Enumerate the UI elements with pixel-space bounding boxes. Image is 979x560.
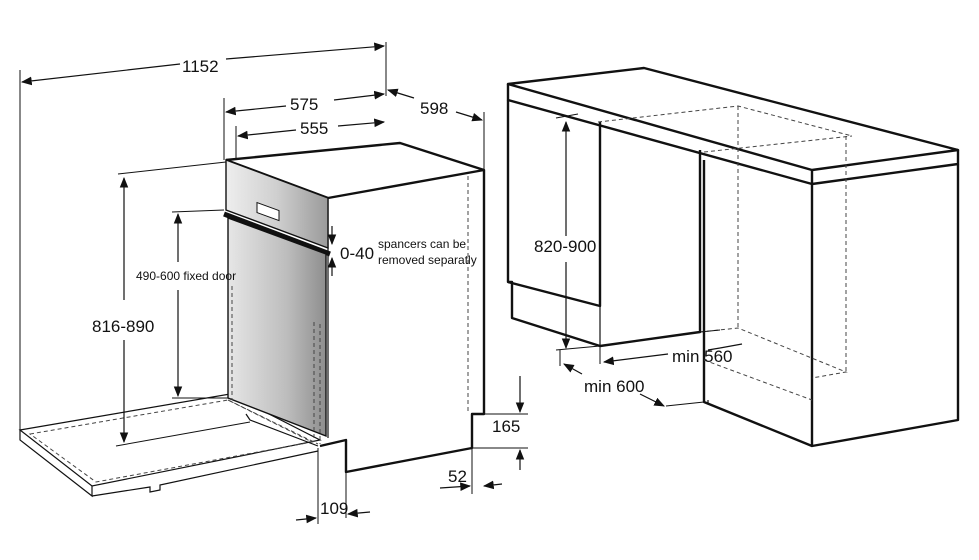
door-hidden-bottom xyxy=(227,399,319,445)
spacers-note-line1: spancers can be xyxy=(378,237,466,251)
dim-offset-109: 109 xyxy=(320,499,348,518)
niche-floor-front xyxy=(703,359,813,401)
dishwasher-drawing: 1152 575 555 598 816-890 490-600 fixed d… xyxy=(18,42,528,524)
floor-plate-inner xyxy=(28,399,314,483)
niche-top-right xyxy=(703,135,853,153)
dim-plinth-165: 165 xyxy=(492,417,520,436)
dim-niche-width: min 560 xyxy=(672,347,732,366)
dim-fixed-door: 490-600 fixed door xyxy=(136,269,236,283)
display-window xyxy=(256,201,280,222)
dim-niche-height: 820-900 xyxy=(534,237,596,256)
right-cabinet-foot xyxy=(703,400,709,405)
worktop-front xyxy=(506,84,814,186)
plinth-line xyxy=(245,413,319,447)
door-handle-strip xyxy=(223,211,331,257)
dim-width-598: 598 xyxy=(420,99,448,118)
dim-depth-555: 555 xyxy=(300,119,328,138)
dim-height-816-890: 816-890 xyxy=(92,317,154,336)
dim-adjust-0-40: 0-40 xyxy=(340,244,374,263)
dim-niche-depth: min 600 xyxy=(584,377,644,396)
spacers-note-line2: removed separatly xyxy=(378,253,477,267)
right-cabinet-side xyxy=(810,164,960,448)
right-cabinet-front xyxy=(702,160,813,448)
left-cabinet-front xyxy=(506,100,602,308)
dim-plinth-52: 52 xyxy=(448,467,467,486)
dim-total-width: 1152 xyxy=(182,57,219,76)
left-cabinet-side xyxy=(508,150,702,348)
dim-depth-575: 575 xyxy=(290,95,318,114)
cabinet-niche-drawing: 820-900 min 560 min 600 xyxy=(506,66,960,448)
floor-plate-edge xyxy=(19,430,93,498)
floor-plate-front xyxy=(91,450,319,497)
door-panel xyxy=(227,216,327,438)
control-panel xyxy=(225,158,329,250)
